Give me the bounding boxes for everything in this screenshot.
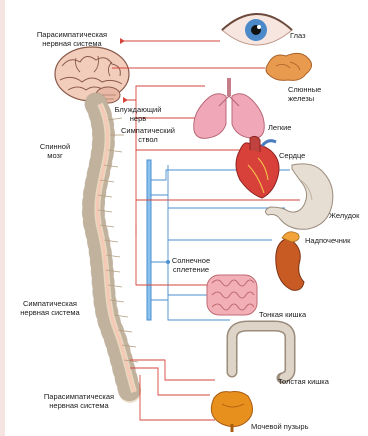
vagus-nerve-label: Блуждающий нерв: [110, 106, 166, 123]
spine-icon: [93, 104, 138, 392]
sympathetic-trunk-label: Симпатический ствол: [115, 127, 181, 144]
lungs-icon: [194, 78, 265, 138]
large-intestine-label: Толстая кишка: [278, 378, 329, 387]
parasympathetic-lines: [112, 41, 300, 420]
lungs-label: Легкие: [268, 124, 291, 133]
bladder-icon: [211, 392, 252, 433]
small-intestine-icon: [207, 275, 257, 315]
adrenal-gland-icon: [276, 232, 304, 291]
heart-label: Сердце: [279, 152, 305, 161]
adrenal-gland-label: Надпочечник: [305, 237, 350, 246]
spinal-cord-label: Спинной мозг: [30, 143, 80, 160]
bladder-label: Мочевой пузырь: [251, 423, 308, 432]
small-intestine-label: Тонкая кишка: [259, 311, 306, 320]
solar-plexus-label: Солнечное сплетение: [166, 257, 216, 274]
salivary-glands-icon: [266, 53, 312, 80]
parasympathetic-bottom-label: Парасимпатическая нервная система: [25, 393, 133, 410]
eye-label: Глаз: [290, 32, 306, 41]
salivary-glands-label: Слюнные железы: [288, 86, 321, 103]
parasympathetic-top-label: Парасимпатическая нервная система: [18, 31, 126, 48]
heart-icon: [236, 136, 279, 198]
stomach-label: Желудок: [329, 212, 359, 221]
sympathetic-system-label: Симпатическая нервная система: [6, 300, 94, 317]
large-intestine-icon: [232, 326, 290, 378]
eye-icon: [222, 14, 292, 45]
